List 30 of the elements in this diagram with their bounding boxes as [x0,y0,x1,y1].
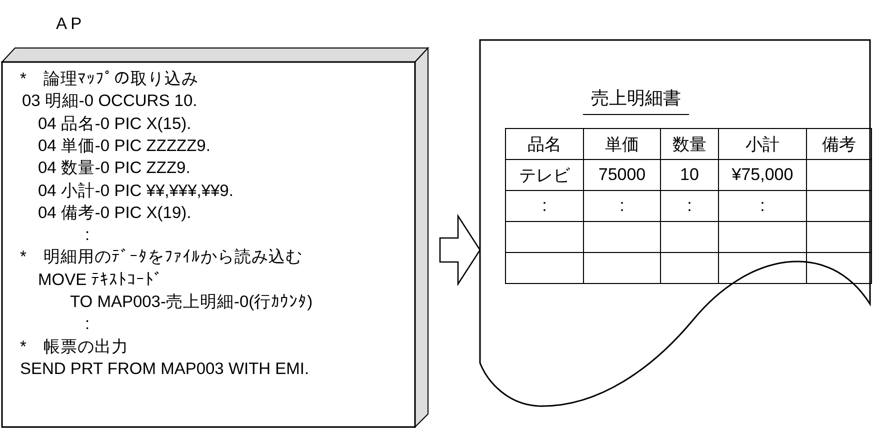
table-cell: : [718,190,806,222]
report-title: 売上明細書 [583,88,689,115]
arrow [439,214,481,286]
table-cell: 単価 [584,128,660,160]
table-cell: 10 [660,160,718,190]
table-cell: 品名 [506,128,584,160]
code-line: 04 備考-0 PIC X(19). [38,202,192,223]
table-cell: : [660,190,718,222]
code-line: 04 品名-0 PIC X(15). [38,114,192,134]
table-cell: ¥75,000 [718,160,806,190]
table-cell: : [506,190,584,222]
code-line: 04 小計-0 PIC ¥¥,¥¥¥,¥¥9. [38,180,234,200]
code-line: MOVE ﾃｷｽﾄｺｰﾄﾞ [38,270,164,290]
code-line: * 帳票の出力 [20,336,128,357]
code-line: 04 数量-0 PIC ZZZ9. [38,158,190,178]
code-line: 03 明細-0 OCCURS 10. [22,91,198,112]
code-line: TO MAP003-売上明細-0(行ｶｳﾝﾀ) [70,292,313,312]
panel-heading: A P [56,14,82,34]
table-cell: 小計 [718,128,806,160]
table-cell: 75000 [584,160,660,190]
table-cell: 備考 [806,128,872,160]
table-cell: : [584,190,660,222]
code-line: : [85,225,90,246]
code-line: * 明細用のﾃﾞｰﾀをﾌｧｲﾙから読み込む [20,247,302,268]
code-line: : [85,314,90,334]
code-line: SEND PRT FROM MAP003 WITH EMI. [20,358,310,379]
code-line: 04 単価-0 PIC ZZZZZ9. [38,136,210,156]
table-cell: テレビ [506,160,584,190]
table-cell: 数量 [660,128,718,160]
code-line: * 論理ﾏｯﾌﾟの取り込み [20,69,198,89]
